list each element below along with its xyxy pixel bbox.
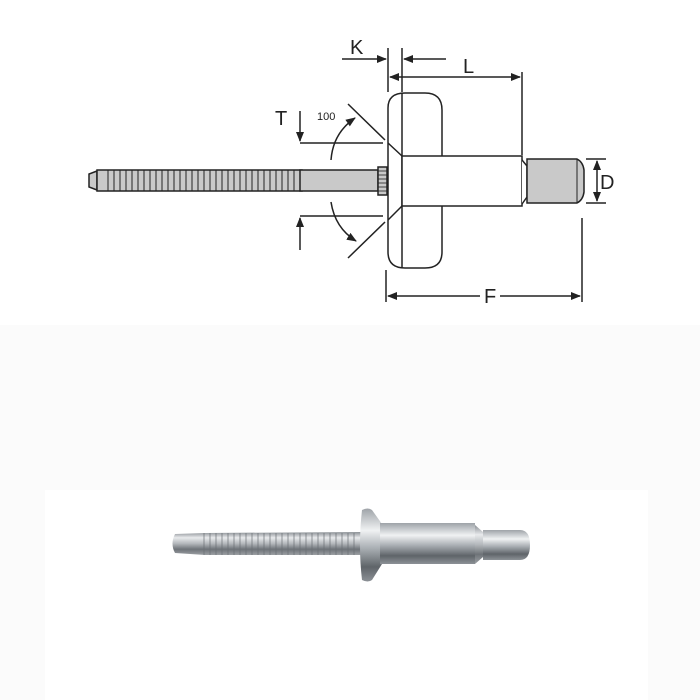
rivet-tail bbox=[526, 158, 585, 204]
mandrel bbox=[88, 166, 388, 196]
photo-body bbox=[380, 523, 475, 564]
drawing-area bbox=[0, 0, 700, 325]
photo-head bbox=[360, 508, 382, 582]
technical-drawing: K L T 100 D F bbox=[88, 37, 614, 308]
label-t: T bbox=[275, 108, 287, 130]
photo-panel bbox=[45, 490, 648, 700]
label-f: F bbox=[484, 286, 496, 308]
label-l: L bbox=[463, 56, 474, 78]
label-d: D bbox=[600, 172, 614, 194]
label-k: K bbox=[350, 37, 364, 59]
label-angle: 100 bbox=[317, 111, 335, 123]
rivet-body bbox=[401, 155, 523, 207]
photo-mandrel bbox=[172, 530, 372, 558]
rivet-head bbox=[387, 92, 443, 269]
photo-tail bbox=[483, 530, 530, 560]
